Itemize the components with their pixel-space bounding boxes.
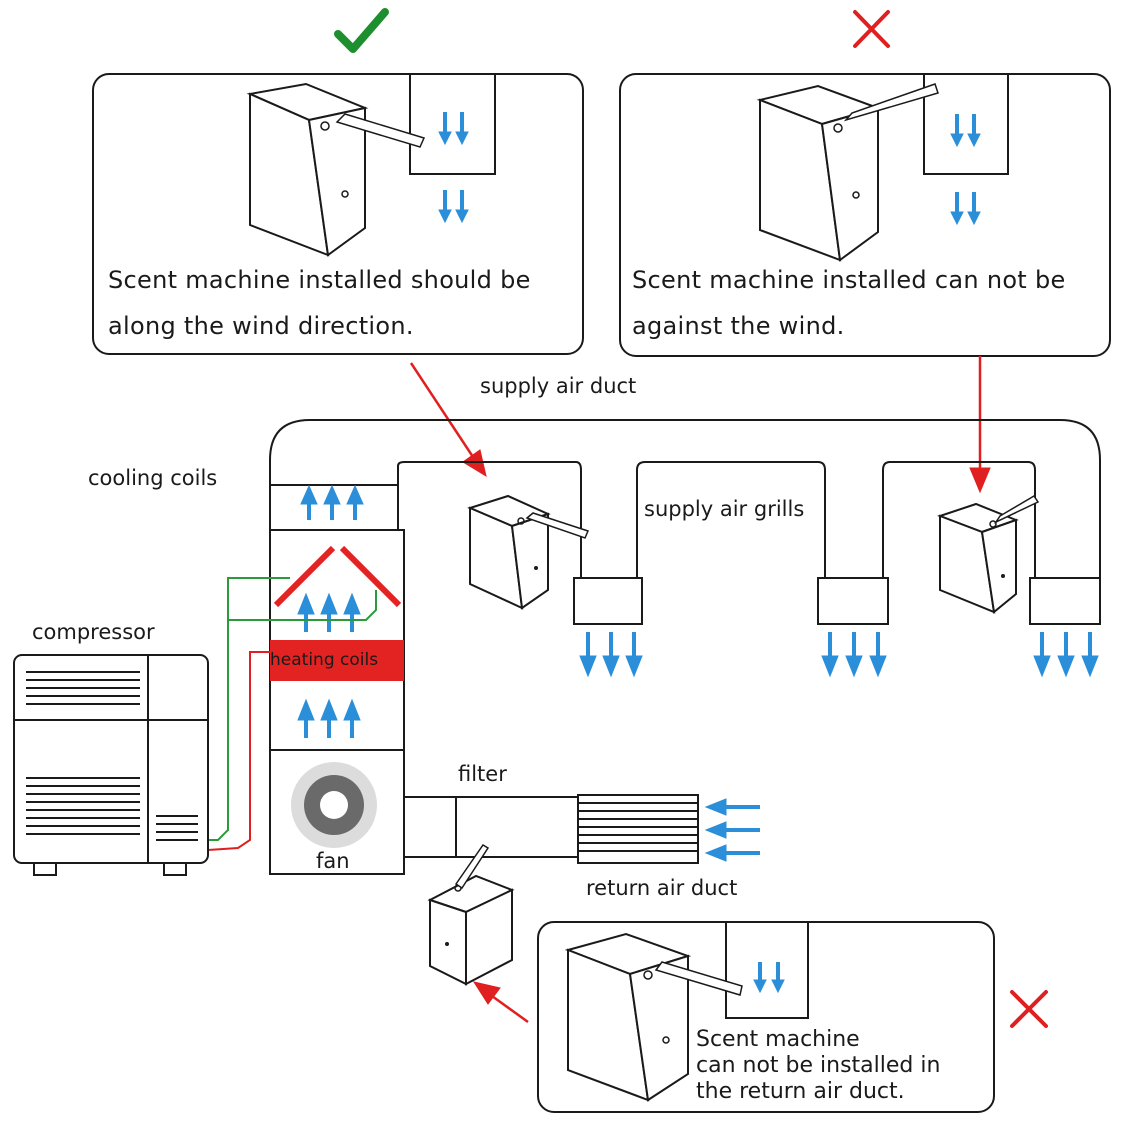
- check-icon: [334, 8, 389, 53]
- heating-coils-label: heating coils: [270, 650, 379, 670]
- supply-air-duct-label: supply air duct: [480, 374, 637, 398]
- panel-return-duct: [537, 921, 995, 1113]
- airflow-arrows: [753, 962, 785, 994]
- scent-machine-icon: [756, 83, 939, 262]
- panel-return-duct-caption-line1: Scent machine: [696, 1027, 860, 1052]
- panel-correct-caption-line1: Scent machine installed should be: [108, 266, 531, 294]
- heating-coils: [270, 640, 404, 681]
- return-air-duct-label: return air duct: [586, 876, 738, 900]
- supply-air-duct: [269, 419, 1101, 625]
- cooling-coils-label: cooling coils: [88, 466, 218, 490]
- panel-return-duct-caption-line3: the return air duct.: [696, 1079, 905, 1104]
- panel-return-duct-caption-line2: can not be installed in: [696, 1053, 941, 1078]
- cooling-coils: [273, 545, 402, 608]
- filter-label: filter: [458, 762, 507, 786]
- compressor-unit: [13, 654, 209, 876]
- panel-against-wind: [619, 73, 1111, 357]
- scent-machine-icon: [246, 82, 426, 257]
- panel-against-wind-caption-line1: Scent machine installed can not be: [632, 266, 1066, 294]
- airflow-arrows: [438, 112, 469, 224]
- air-handling-unit: [269, 484, 405, 875]
- scent-machine-icon: [427, 843, 515, 986]
- return-airflow-arrows: [704, 798, 760, 862]
- airflow-arrows: [950, 114, 981, 226]
- return-air-duct: [404, 794, 699, 864]
- supply-airflow-arrows: [579, 632, 1099, 678]
- cross-icon: [853, 10, 890, 48]
- scent-machine-icon: [937, 494, 1040, 614]
- panel-correct-caption-line2: along the wind direction.: [108, 312, 414, 340]
- panel-against-wind-caption-line2: against the wind.: [632, 312, 845, 340]
- fan-label: fan: [316, 849, 350, 873]
- unit-airflow-arrows: [297, 484, 364, 738]
- panel-correct-installation: [92, 73, 584, 355]
- scent-machine-icon: [467, 494, 590, 610]
- compressor-label: compressor: [32, 620, 155, 644]
- scent-machine-icon: [564, 932, 743, 1102]
- supply-air-grills-label: supply air grills: [644, 497, 805, 521]
- refrigerant-pipes: [207, 577, 377, 851]
- cross-icon: [1010, 990, 1048, 1028]
- fan-icon: [291, 762, 377, 848]
